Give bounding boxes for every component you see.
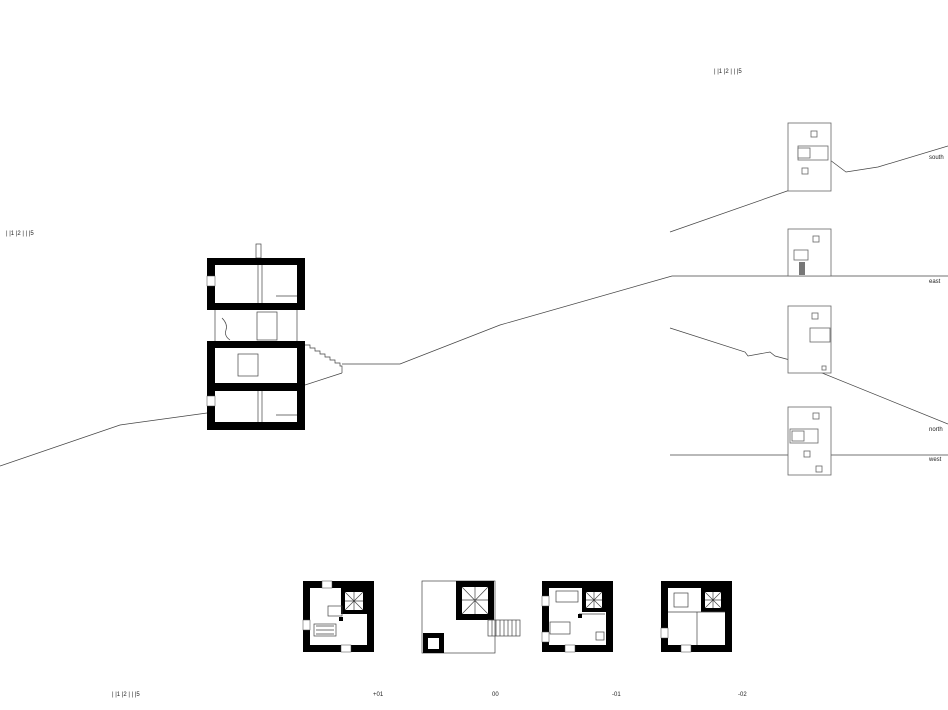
- plan-level-00: 00: [421, 580, 521, 698]
- elevation-east: east: [787, 228, 941, 285]
- plan-label-minus01: -01: [612, 692, 621, 698]
- elevation-label-east: east: [929, 279, 941, 285]
- section-terrain: [0, 275, 948, 467]
- elevation-south: south: [669, 122, 948, 233]
- elevation-label-west: west: [928, 457, 942, 463]
- plan-label-minus02: -02: [738, 692, 747, 698]
- section-scale-bar: | |1 |2 | | |5: [6, 231, 34, 237]
- elevation-north: north: [669, 305, 948, 433]
- plan-level-plus01: +01: [302, 580, 384, 698]
- plan-scale-bar: | |1 |2 | | |5: [112, 692, 140, 698]
- section-tower: [206, 243, 305, 430]
- plan-level-minus02: -02: [660, 581, 747, 698]
- plan-label-00: 00: [492, 692, 499, 698]
- elevation-label-north: north: [929, 427, 943, 433]
- elevation-scale-bar: | |1 |2 | | |5: [714, 69, 742, 75]
- plan-level-minus01: -01: [541, 581, 621, 698]
- elevation-label-south: south: [929, 155, 944, 161]
- elevation-west: west: [670, 406, 948, 476]
- plan-label-plus01: +01: [373, 692, 384, 698]
